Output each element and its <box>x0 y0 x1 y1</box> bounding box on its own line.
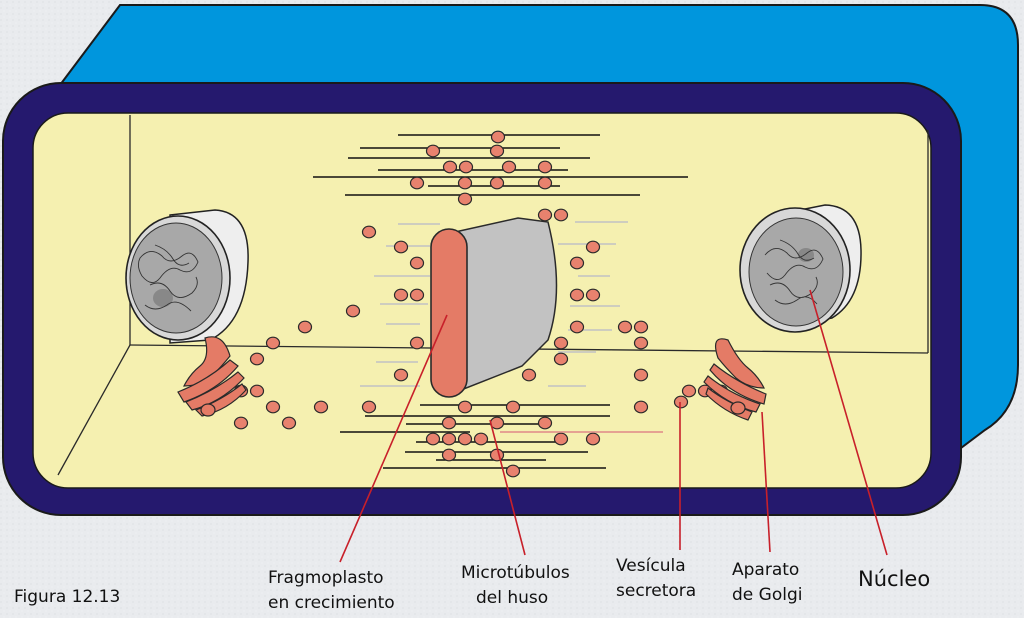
vesicle-icon <box>489 448 505 462</box>
vesicle-icon <box>425 432 441 446</box>
vesicle-icon <box>265 400 281 414</box>
vesicle-icon <box>633 320 649 334</box>
label-fragmoplasto: Fragmoplasto en crecimiento <box>268 568 395 613</box>
nucleus-right <box>739 204 862 333</box>
vesicle-icon <box>633 400 649 414</box>
vesicle-icon <box>505 400 521 414</box>
vesicle-icon <box>249 352 265 366</box>
vesicle-icon <box>425 144 441 158</box>
cell-plate <box>454 217 558 394</box>
vesicle-icon <box>569 288 585 302</box>
vesicle-icon <box>409 256 425 270</box>
vesicle-icon <box>585 432 601 446</box>
vesicle-icon <box>457 192 473 206</box>
vesicle-icon <box>537 416 553 430</box>
vesicle-icon <box>569 320 585 334</box>
vesicle-icon <box>409 176 425 190</box>
leader-lines <box>339 289 888 563</box>
vesicle-icon <box>441 448 457 462</box>
label-fragmoplasto-line2: en crecimiento <box>268 593 395 613</box>
vesicle-icon <box>537 176 553 190</box>
vesicle-icon <box>409 288 425 302</box>
vesicle-icon <box>673 395 689 409</box>
vesicle-icon <box>489 176 505 190</box>
leader-fragmoplasto <box>339 314 448 563</box>
figure-caption: Figura 12.13 <box>14 587 120 607</box>
label-fragmoplasto-line1: Fragmoplasto <box>268 568 384 588</box>
vesicle-icon <box>553 352 569 366</box>
vesicle-icon <box>633 368 649 382</box>
vesicle-icon <box>505 464 521 478</box>
label-golgi-line2: de Golgi <box>732 585 802 605</box>
leader-nucleo <box>809 289 888 556</box>
vesicle-icon <box>585 288 601 302</box>
leader-golgi <box>761 411 771 553</box>
vesicle-icon <box>361 225 377 239</box>
leader-microtubulos <box>489 419 526 556</box>
vesicle-icon <box>265 336 281 350</box>
vesicle-icon <box>409 336 425 350</box>
golgi-left <box>177 336 247 417</box>
vesicle-icon <box>281 416 297 430</box>
vesicle-icon <box>393 240 409 254</box>
vesicle-icon <box>553 336 569 350</box>
label-golgi-line1: Aparato <box>732 560 799 580</box>
vesicle-icon <box>441 416 457 430</box>
vesicle-icon <box>553 208 569 222</box>
vesicle-icon <box>361 400 377 414</box>
vesicle-icon <box>249 384 265 398</box>
label-nucleo: Núcleo <box>858 567 930 591</box>
vesicle-icon <box>617 320 633 334</box>
vesicle-icon <box>585 240 601 254</box>
label-microtubulos-line2: del huso <box>476 588 548 608</box>
vesicle-icon <box>441 432 457 446</box>
vesicle-icon <box>457 400 473 414</box>
vesicle-icon <box>458 160 474 174</box>
vesicle-icon <box>633 336 649 350</box>
label-vesicula-line2: secretora <box>616 581 696 601</box>
vesicle-icon <box>681 384 697 398</box>
vesicle-icon <box>569 256 585 270</box>
label-microtubulos-line1: Microtúbulos <box>461 563 570 583</box>
vesicle-icon <box>457 432 473 446</box>
vesicle-icon <box>537 160 553 174</box>
label-vesicula: Vesícula secretora <box>616 556 696 601</box>
vesicle-icon <box>297 320 313 334</box>
vesicle-icon <box>313 400 329 414</box>
vesicle-icon <box>393 288 409 302</box>
vesicle-icon <box>501 160 517 174</box>
vesicle-icon <box>489 144 505 158</box>
vesicle-icon <box>521 368 537 382</box>
nucleus-left <box>125 209 249 344</box>
vesicle-icon <box>537 208 553 222</box>
label-microtubulos: Microtúbulos del huso <box>461 563 575 608</box>
vesicle-icon <box>553 432 569 446</box>
golgi-right <box>703 338 767 421</box>
vesicle-icon <box>233 416 249 430</box>
vesicle-icon <box>442 160 458 174</box>
vesicles <box>201 130 729 478</box>
vesicle-icon <box>393 368 409 382</box>
vesicle-icon <box>473 432 489 446</box>
phragmoplast <box>430 228 468 398</box>
vesicle-icon <box>490 130 506 144</box>
vesicle-icon <box>457 176 473 190</box>
vesicle-icon <box>345 304 361 318</box>
label-vesicula-line1: Vesícula <box>616 556 686 576</box>
label-golgi: Aparato de Golgi <box>732 560 805 605</box>
